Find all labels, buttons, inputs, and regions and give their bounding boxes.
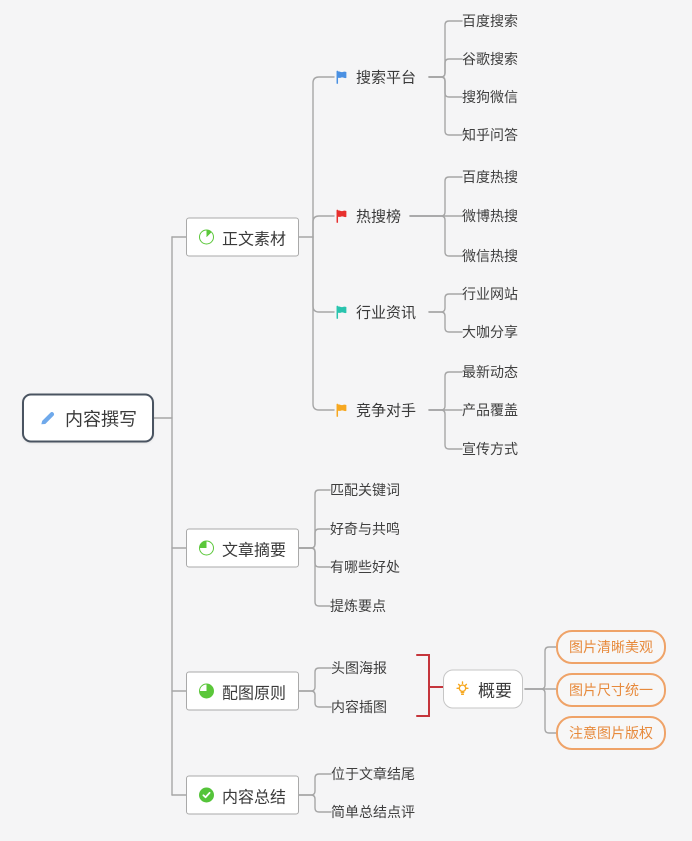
leaf-baidu-search[interactable]: 百度搜索	[462, 13, 518, 29]
leaf-latest-news[interactable]: 最新动态	[462, 364, 518, 380]
leaf-at-article-end[interactable]: 位于文章结尾	[331, 766, 415, 782]
pill-image-size[interactable]: 图片尺寸统一	[556, 673, 666, 707]
topic-main-2[interactable]: 文章摘要	[186, 528, 300, 568]
topic-label: 搜索平台	[356, 69, 417, 87]
flag-icon	[334, 403, 349, 418]
topic-label: 正文素材	[222, 231, 287, 248]
pill-image-copyright[interactable]: 注意图片版权	[556, 716, 666, 750]
topic-main-3[interactable]: 配图原则	[186, 671, 300, 711]
leaf-benefits[interactable]: 有哪些好处	[330, 559, 400, 575]
topic-hot-search[interactable]: 热搜榜	[334, 206, 401, 227]
topic-main-1[interactable]: 正文素材	[186, 217, 300, 257]
lightbulb-icon	[454, 681, 471, 698]
leaf-sogou-wechat[interactable]: 搜狗微信	[462, 89, 518, 105]
pill-image-clarity[interactable]: 图片清晰美观	[556, 630, 666, 664]
leaf-brief-review[interactable]: 简单总结点评	[331, 804, 415, 820]
leaf-curiosity[interactable]: 好奇与共鸣	[330, 521, 400, 537]
root-topic-label: 内容撰写	[65, 409, 137, 429]
topic-label: 文章摘要	[222, 542, 287, 559]
topic-label: 行业资讯	[356, 304, 417, 322]
topic-label: 热搜榜	[356, 208, 402, 226]
pencil-icon	[39, 410, 56, 427]
leaf-baidu-hot[interactable]: 百度热搜	[462, 169, 518, 185]
summary-label: 概要	[478, 681, 512, 701]
topic-industry-news[interactable]: 行业资讯	[334, 302, 416, 323]
flag-icon	[334, 70, 349, 85]
topic-competitors[interactable]: 竞争对手	[334, 400, 416, 421]
task-done-icon	[199, 787, 214, 803]
leaf-industry-sites[interactable]: 行业网站	[462, 286, 518, 302]
leaf-content-image[interactable]: 内容插图	[331, 699, 387, 715]
topic-search-platforms[interactable]: 搜索平台	[334, 67, 416, 88]
leaf-zhihu-qa[interactable]: 知乎问答	[462, 127, 518, 143]
flag-icon	[334, 305, 349, 320]
root-topic[interactable]: 内容撰写	[22, 393, 154, 443]
leaf-key-points[interactable]: 提炼要点	[330, 598, 386, 614]
leaf-product-cover[interactable]: 产品覆盖	[462, 402, 518, 418]
topic-label: 内容总结	[222, 789, 287, 806]
leaf-header-poster[interactable]: 头图海报	[331, 660, 387, 676]
topic-label: 竞争对手	[356, 402, 417, 420]
task-progress-three-quarter-icon	[199, 683, 214, 699]
summary-topic[interactable]: 概要	[443, 669, 523, 709]
task-progress-quarter-icon	[199, 540, 214, 556]
flag-icon	[334, 209, 349, 224]
leaf-match-keywords[interactable]: 匹配关键词	[330, 482, 400, 498]
leaf-promotion-style[interactable]: 宣传方式	[462, 441, 518, 457]
leaf-google-search[interactable]: 谷歌搜索	[462, 51, 518, 67]
topic-label: 配图原则	[222, 685, 287, 702]
group-bracket	[416, 654, 430, 717]
task-progress-small-icon	[199, 229, 214, 245]
leaf-wechat-hot[interactable]: 微信热搜	[462, 248, 518, 264]
leaf-expert-share[interactable]: 大咖分享	[462, 324, 518, 340]
topic-main-4[interactable]: 内容总结	[186, 775, 300, 815]
leaf-weibo-hot[interactable]: 微博热搜	[462, 208, 518, 224]
